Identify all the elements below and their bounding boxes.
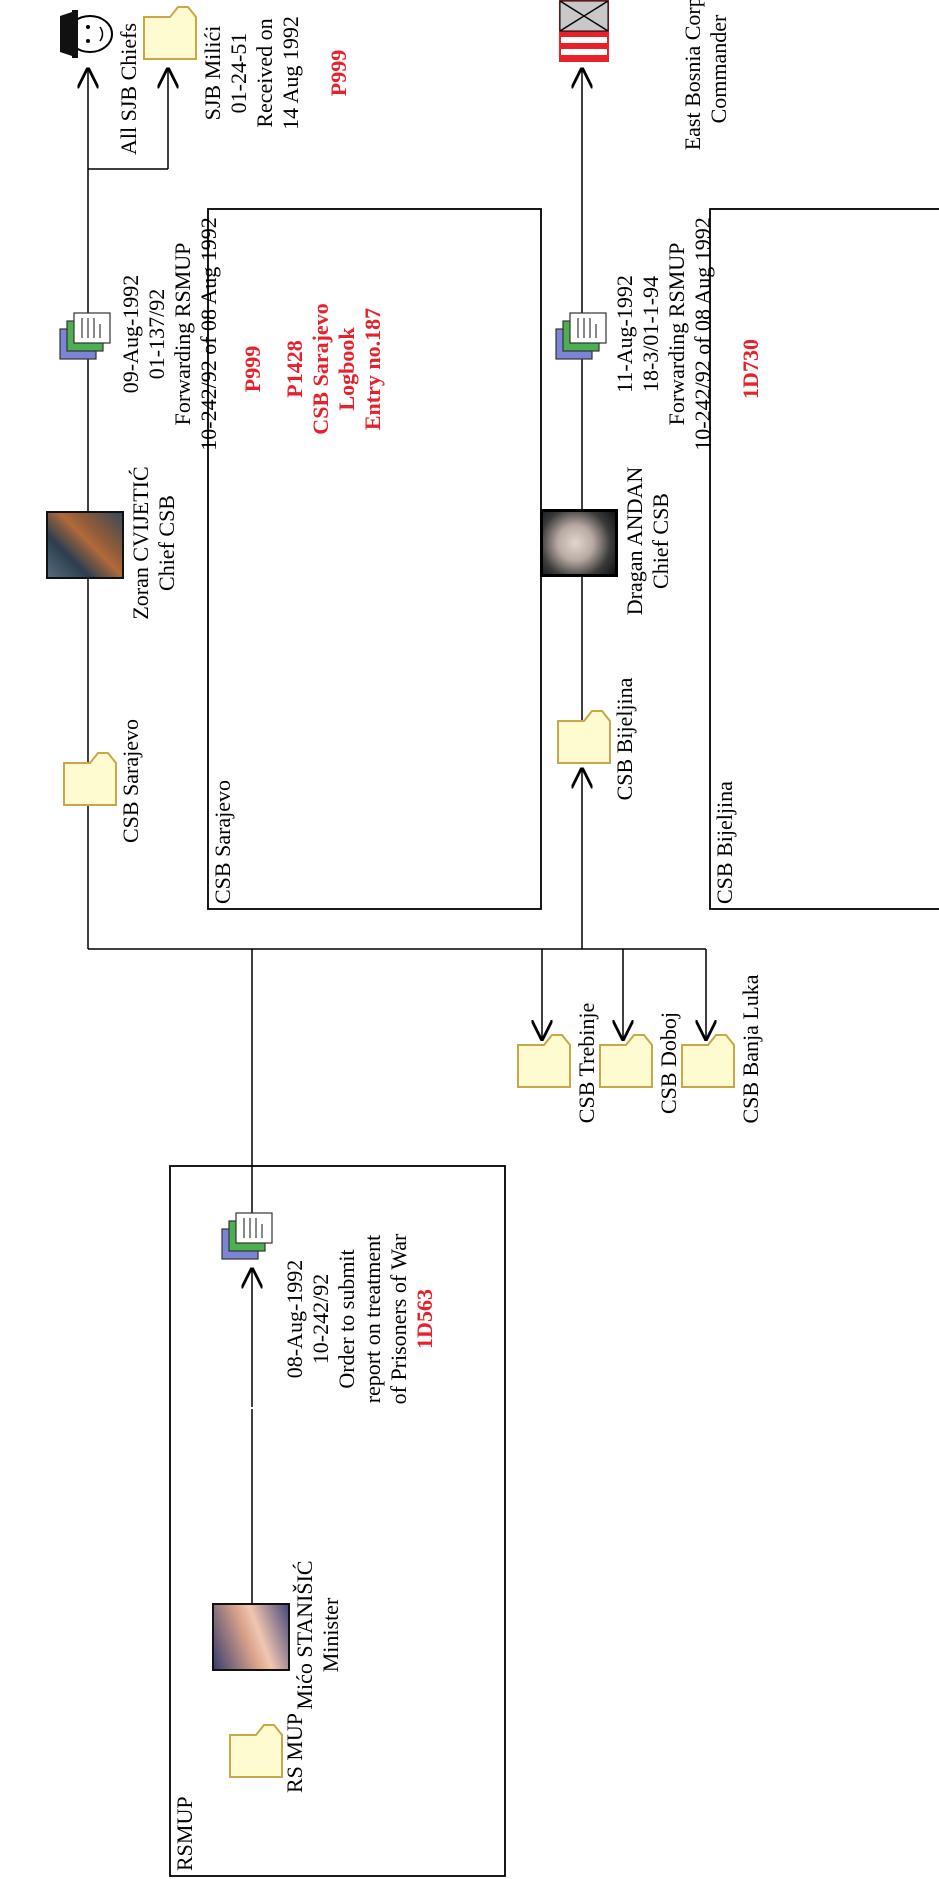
sarajevo-ref-5: Entry no.187 [360,307,385,431]
folder-icon [225,1724,283,1782]
sarajevo-person-name: Zoran CVIJETIĆ [128,466,153,620]
folder-icon [677,1034,735,1092]
sarajevo-doc-line-3: Forwarding RSMUP [170,242,195,426]
rsmup-doc-line-4: report on treatment [360,1234,385,1404]
sjb-milici-line-4: 14 Aug 1992 [278,16,303,130]
corps-flag-icon [559,0,609,62]
csb-bijeljina-label: CSB Bijeljina [612,677,637,801]
folder-icon [595,1034,653,1092]
bijeljina-person-name: Dragan ANDAN [622,466,647,616]
rsmup-doc-line-2: 10-242/92 [308,1273,333,1365]
bijeljina-group-title: CSB Bijeljina [712,781,737,904]
document-stack-icon [555,312,607,360]
rs-mup-label: RS MUP [282,1712,307,1794]
bijeljina-doc-id: 1D730 [738,339,763,399]
rsmup-doc-id: 1D563 [412,1289,437,1349]
rsmup-doc-line-1: 08-Aug-1992 [282,1259,307,1379]
bijeljina-doc-line-4: 10-242/92 of 08 Aug 1992 [690,217,715,451]
sarajevo-ref-3: CSB Sarajevo [308,303,333,435]
person-photo [540,509,618,577]
folder-icon [139,6,197,64]
sarajevo-person-role: Chief CSB [154,495,179,591]
folder-icon [513,1034,571,1092]
rsmup-group-box [169,1165,506,1877]
bijeljina-doc-line-1: 11-Aug-1992 [612,275,637,393]
csb-banja-luka-label: CSB Banja Luka [738,974,763,1124]
sarajevo-ref-4: Logbook [334,327,359,411]
east-bosnia-line-1: East Bosnia Corps [680,0,705,151]
sjb-milici-ref: P999 [326,49,351,97]
csb-doboj-label: CSB Doboj [656,1011,681,1115]
rsmup-doc-line-5: of Prisoners of War [386,1233,411,1405]
sjb-milici-line-2: 01-24-51 [226,32,251,114]
document-stack-icon [59,312,111,360]
rsmup-person-name: Mićo STANIŠIĆ [292,1560,317,1710]
east-bosnia-line-2: Commander [706,14,731,124]
bijeljina-doc-line-2: 18-3/01-1-94 [638,275,663,393]
person-photo [46,511,124,579]
all-sjb-chiefs-label: All SJB Chiefs [116,22,141,156]
document-stack-icon [221,1212,273,1260]
police-chief-icon [60,10,113,58]
sarajevo-doc-line-2: 01-137/92 [144,288,169,380]
bijeljina-group-box [709,208,939,910]
sarajevo-ref-1: P999 [240,345,265,393]
sjb-milici-line-1: SJB Milići [200,25,225,121]
person-photo [212,1603,290,1671]
rsmup-person-role: Minister [318,1597,343,1673]
sjb-milici-line-3: Received on [252,18,277,128]
csb-sarajevo-label: CSB Sarajevo [118,718,143,844]
bijeljina-person-role: Chief CSB [648,493,673,589]
bijeljina-doc-line-3: Forwarding RSMUP [664,242,689,426]
sarajevo-doc-line-4: 10-242/92 of 08 Aug 1992 [196,217,221,451]
sarajevo-group-title: CSB Sarajevo [210,779,235,904]
rsmup-group-title: RSMUP [172,1796,197,1871]
csb-trebinje-label: CSB Trebinje [574,1002,599,1124]
rsmup-doc-line-3: Order to submit [334,1249,359,1389]
sarajevo-doc-line-1: 09-Aug-1992 [118,274,143,394]
sarajevo-ref-2: P1428 [282,340,307,398]
